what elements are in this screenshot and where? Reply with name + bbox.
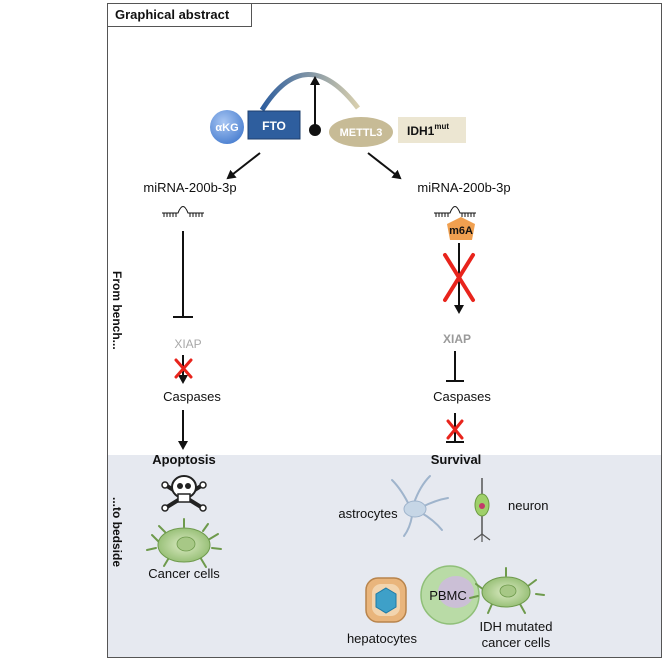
mirna-hairpin-icon: [162, 206, 204, 217]
mirna-left-label: miRNA-200b-3p: [143, 180, 236, 195]
blocked-cross-icon: [174, 358, 193, 379]
astrocyte-icon: [391, 475, 449, 537]
mirna-right-label: miRNA-200b-3p: [417, 180, 510, 195]
idh1-box: [398, 117, 466, 143]
graphical-abstract-title: Graphical abstract: [107, 3, 252, 27]
pbmc-icon: [420, 565, 480, 625]
mettl3-node: [329, 117, 393, 147]
cancer-cells-label: Cancer cells: [148, 566, 220, 581]
mettl3-to-mirna-arrow: [367, 152, 402, 180]
blocked-cross-icon: [443, 253, 475, 302]
idh-mutated-label: IDH mutated: [480, 619, 553, 634]
skull-icon: [161, 475, 207, 512]
fto-box: [247, 110, 301, 140]
fto-to-mirna-arrow: [226, 152, 261, 180]
fto-label: FTO: [262, 119, 286, 133]
from-bench-label: From bench...: [110, 271, 124, 350]
apoptosis-label: Apoptosis: [152, 452, 216, 467]
hepatocytes-label: hepatocytes: [347, 631, 418, 646]
astrocytes-label: astrocytes: [338, 506, 398, 521]
pbmc-label: PBMC: [429, 588, 467, 603]
regulation-switch-icon: [259, 72, 360, 136]
caspases-left-label: Caspases: [163, 389, 221, 404]
mirna-hairpin-icon: [434, 206, 476, 217]
hepatocyte-icon: [365, 577, 407, 623]
idh1-label: IDH1mut: [407, 122, 449, 138]
idh-cancer-cell-icon: [469, 567, 545, 614]
neuron-icon: [473, 478, 491, 542]
mettl3-label: METTL3: [340, 127, 383, 139]
xiap-right-label: XIAP: [443, 332, 471, 346]
m6a-label: m6A: [449, 225, 473, 237]
caspases-right-label: Caspases: [433, 389, 491, 404]
cancer-cells-right-label: cancer cells: [482, 635, 551, 650]
m6a-pentagon-icon: [447, 217, 475, 240]
akg-node: [210, 110, 244, 144]
xiap-left-label: XIAP: [174, 337, 201, 351]
blocked-cross-icon: [446, 419, 464, 440]
cancer-cell-icon: [146, 518, 222, 568]
to-bedside-label: ...to bedside: [110, 497, 124, 568]
akg-label: αKG: [215, 122, 238, 134]
neuron-label: neuron: [508, 498, 548, 513]
survival-label: Survival: [431, 452, 482, 467]
